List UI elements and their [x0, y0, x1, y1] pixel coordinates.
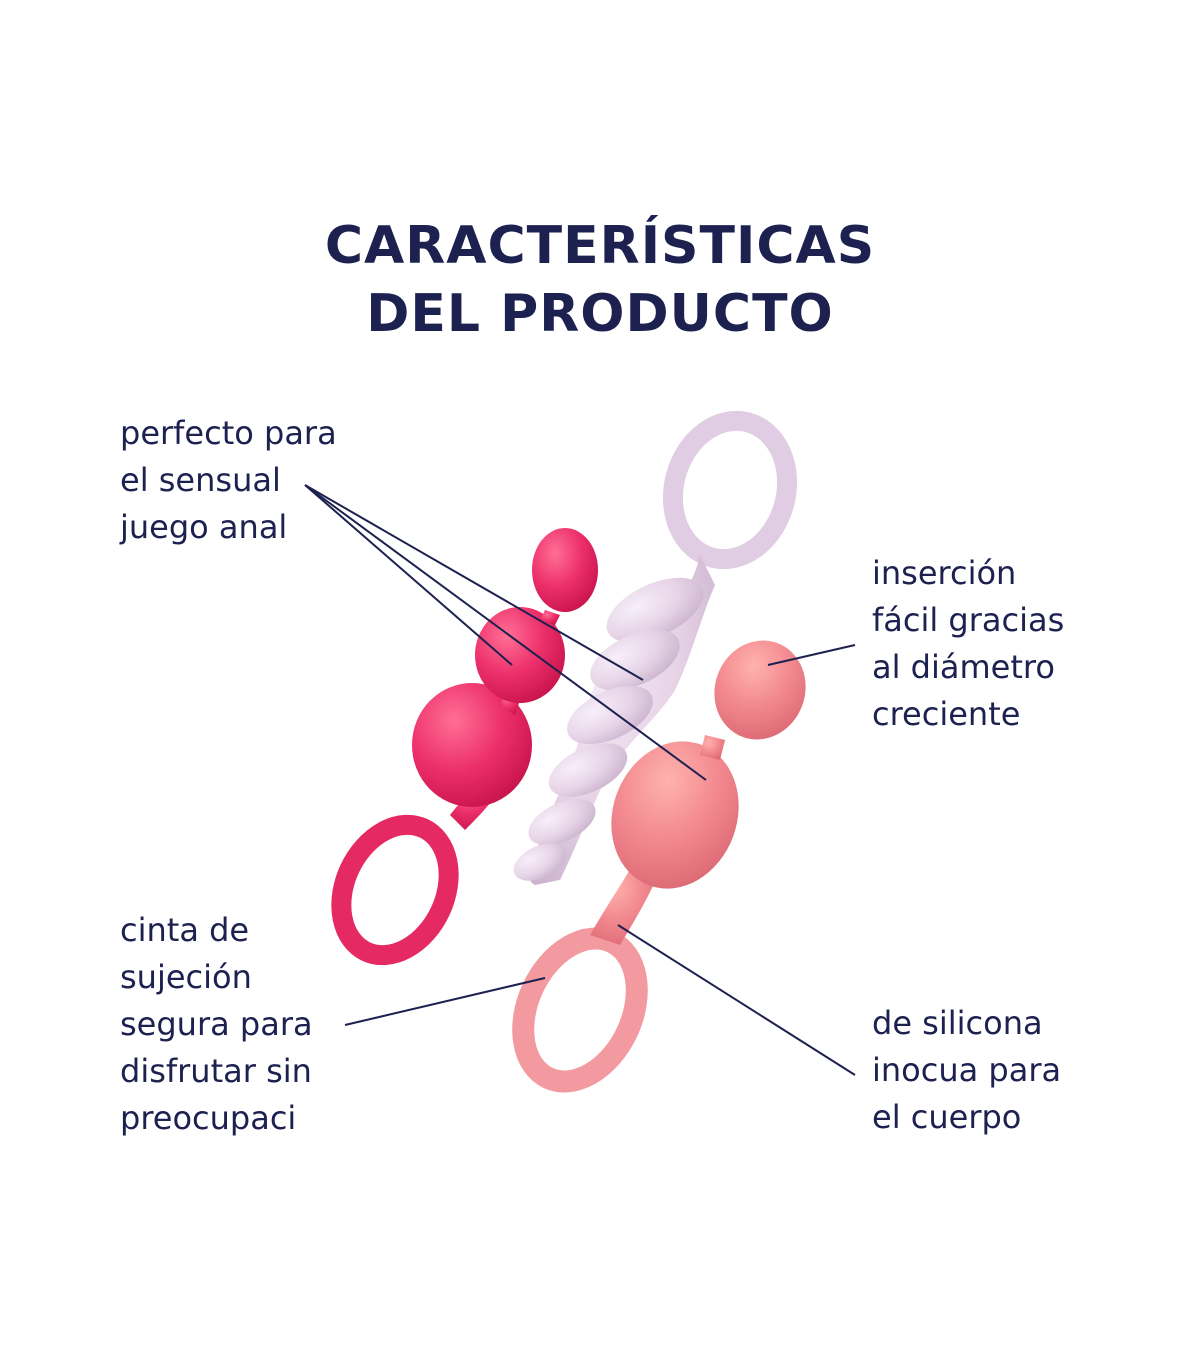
callout-silicone-line-2: inocua para: [872, 1051, 1062, 1089]
callout-retrieval-strap: cinta de sujeción segura para disfrutar …: [120, 907, 313, 1142]
callout-strap-line-2: sujeción: [120, 958, 252, 996]
leader-line-anal-play-1: [304, 484, 513, 666]
leader-line-silicone: [617, 924, 856, 1076]
callout-body-safe-silicone: de silicona inocua para el cuerpo: [872, 1000, 1061, 1141]
callout-insertion-line-2: fácil gracias: [872, 601, 1065, 639]
callout-silicone-line-3: el cuerpo: [872, 1098, 1022, 1136]
callout-silicone-line-1: de silicona: [872, 1004, 1043, 1042]
lilac-spiral-plug: [513, 410, 798, 885]
callout-anal-play-line-2: el sensual: [120, 461, 281, 499]
page-title-line-2: DEL PRODUCTO: [366, 284, 834, 344]
callout-anal-play-line-1: perfecto para: [120, 414, 337, 452]
callout-anal-play: perfecto para el sensual juego anal: [120, 410, 337, 551]
callout-strap-line-5: preocupaci: [120, 1099, 297, 1137]
coral-bead-plug: [512, 640, 806, 1093]
leader-line-strap: [344, 977, 546, 1026]
callout-insertion-line-4: creciente: [872, 695, 1021, 733]
leader-line-anal-play-2: [304, 484, 644, 681]
callout-anal-play-line-3: juego anal: [120, 508, 288, 546]
leader-line-insertion: [767, 644, 856, 666]
callout-strap-line-3: segura para: [120, 1005, 313, 1043]
page-title-line-1: CARACTERÍSTICAS: [324, 216, 876, 276]
callout-strap-line-4: disfrutar sin: [120, 1052, 312, 1090]
leader-line-anal-play-3: [304, 484, 707, 781]
callout-strap-line-1: cinta de: [120, 911, 250, 949]
callout-insertion-line-3: al diámetro: [872, 648, 1055, 686]
pink-bead-plug: [331, 528, 598, 966]
callout-easy-insertion: inserción fácil gracias al diámetro crec…: [872, 550, 1064, 738]
callout-insertion-line-1: inserción: [872, 554, 1017, 592]
callout-leader-lines: [304, 484, 856, 1076]
